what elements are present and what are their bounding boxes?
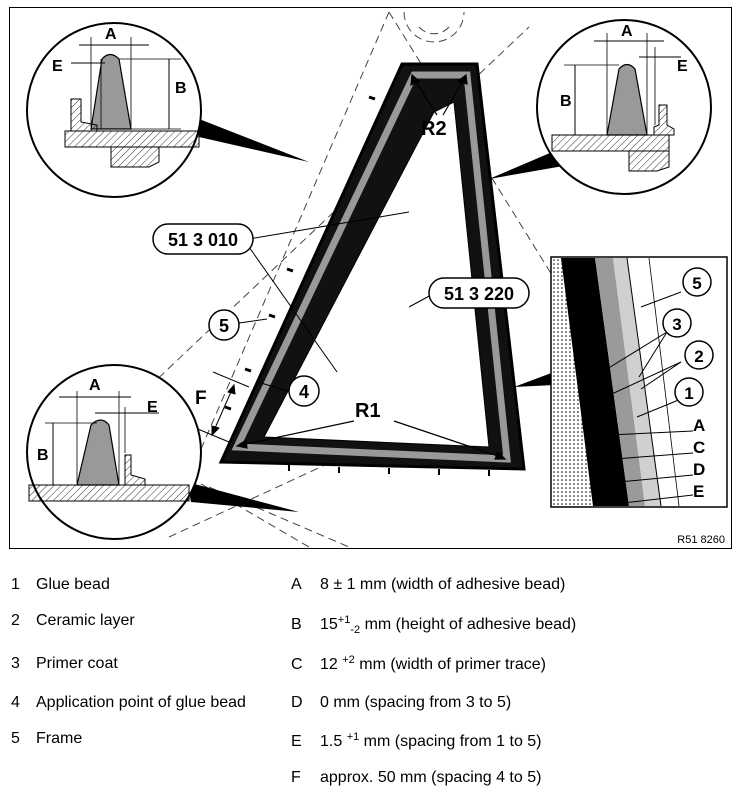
- frame-callout-num: 5: [219, 316, 229, 336]
- detail-tl-label-b: B: [175, 80, 187, 97]
- detail-bl-label-a: A: [89, 377, 101, 394]
- detail-tr-label-e: E: [677, 58, 688, 75]
- detail-leaders: [187, 117, 569, 512]
- figure-ref-code: R51 8260: [677, 534, 725, 546]
- window-frame: [218, 62, 526, 476]
- part-51-3-220-callout: 51 3 220: [408, 277, 530, 309]
- detail-circle-top-right: A E B: [536, 19, 712, 195]
- detail-tl-label-e: E: [52, 58, 63, 75]
- detail-circle-top-left: A E B: [26, 22, 202, 198]
- installation-diagram: R2 R1 51 3 010 51 3 220 5 4 F: [9, 7, 732, 549]
- r1-arrows: [235, 420, 507, 460]
- section-num-3: 3: [672, 315, 681, 334]
- detail-tl-label-a: A: [105, 26, 117, 43]
- detail-tr-label-b: B: [560, 93, 572, 110]
- detail-circle-bottom-left: A E B: [26, 364, 202, 540]
- part-51-3-220-label: 51 3 220: [444, 284, 514, 304]
- section-num-5: 5: [692, 274, 701, 293]
- section-letter-c: C: [693, 438, 705, 457]
- frame-callout: 5: [208, 309, 268, 341]
- r2-arrows: [410, 73, 468, 116]
- section-letter-e: E: [693, 482, 704, 501]
- application-point-callout-num: 4: [299, 382, 309, 402]
- detail-bl-label-b: B: [37, 447, 49, 464]
- section-detail-box: 5 3 2 1 A C D E: [550, 256, 728, 508]
- section-num-1: 1: [684, 384, 693, 403]
- part-51-3-010-label: 51 3 010: [168, 230, 238, 250]
- r2-label: R2: [421, 118, 447, 140]
- spacing-f-label: F: [195, 388, 207, 409]
- section-letter-d: D: [693, 460, 705, 479]
- section-letter-a: A: [693, 416, 705, 435]
- application-point-callout: 4: [260, 375, 320, 407]
- detail-bl-label-e: E: [147, 399, 158, 416]
- r1-label: R1: [355, 400, 381, 422]
- section-num-2: 2: [694, 347, 703, 366]
- part-51-3-010-callout: 51 3 010: [152, 211, 410, 373]
- detail-tr-label-a: A: [621, 23, 633, 40]
